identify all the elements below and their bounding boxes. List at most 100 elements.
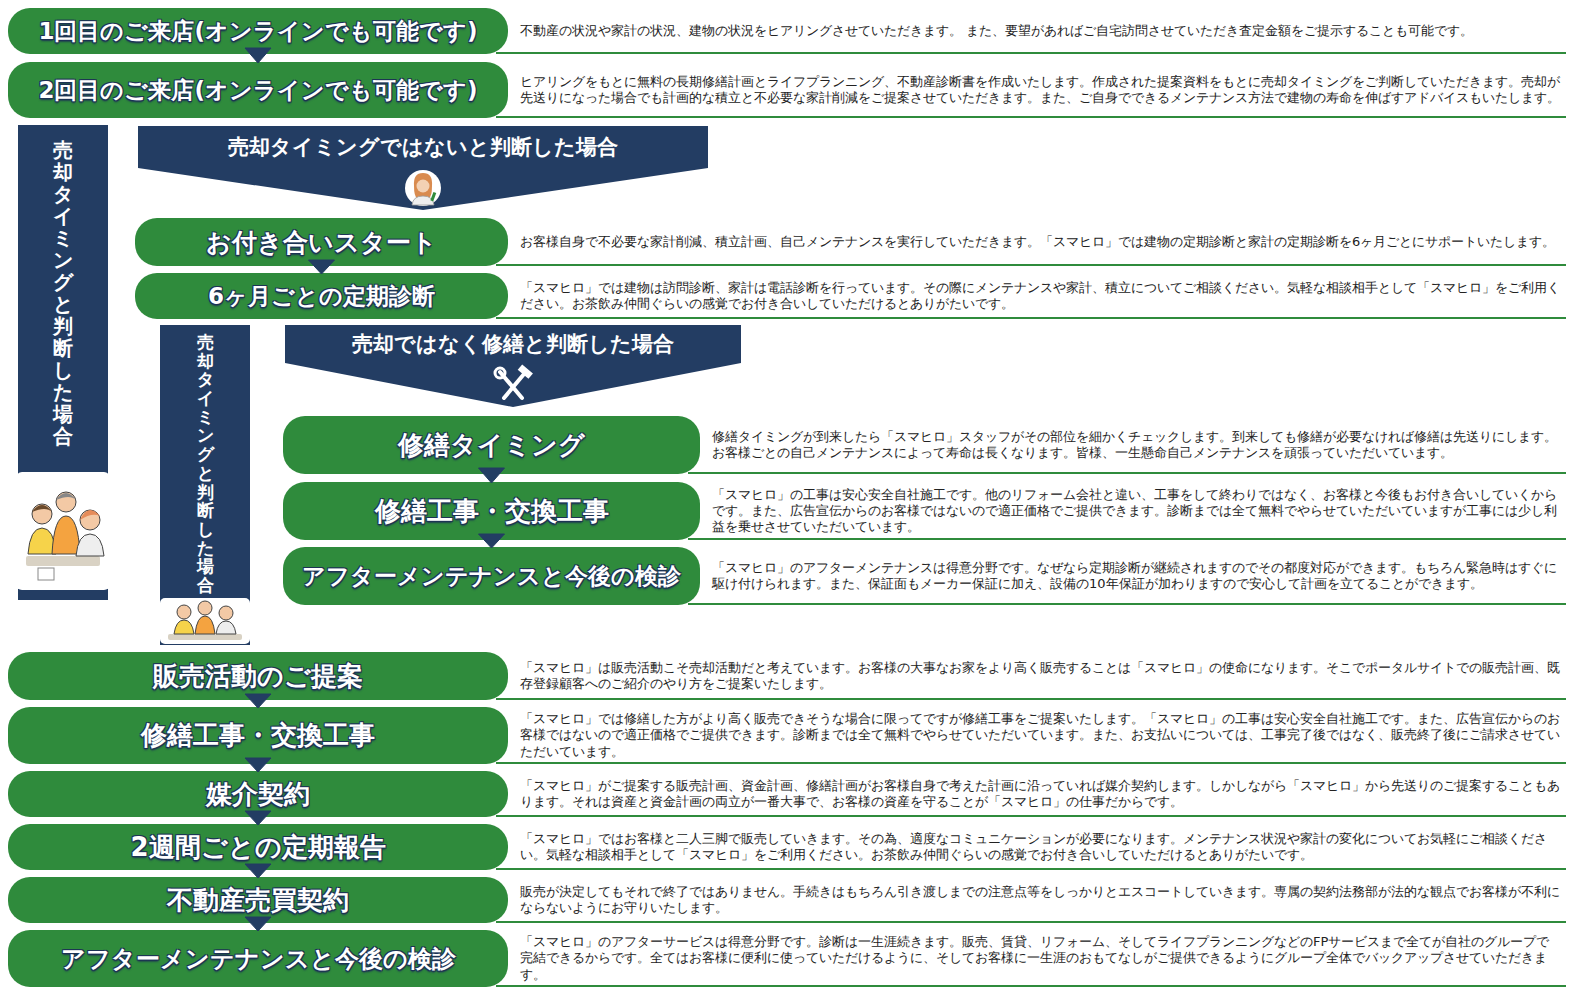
wrench-handle	[500, 372, 522, 398]
hair	[32, 505, 52, 512]
pen	[430, 192, 436, 201]
step-pill: お付き合いスタート	[135, 218, 508, 266]
step-title: お付き合いスタート	[206, 226, 437, 259]
step-pill: 修繕工事・交換工事	[283, 482, 700, 540]
face	[417, 180, 430, 193]
step-title: 6ヶ月ごとの定期診断	[208, 281, 435, 312]
banner-chevron	[285, 325, 741, 407]
row-underline	[688, 472, 1566, 474]
step-title: 修繕工事・交換工事	[375, 494, 609, 529]
flow-step: 2回目のご来店(オンラインでも可能です) ヒアリングをもとに無料の長期修繕計画とラ…	[8, 62, 1566, 118]
step-description: 「スマヒロ」ではお客様と二人三脚で販売していきます。その為、適度なコミュニケーシ…	[520, 831, 1562, 864]
step-title: 2回目のご来店(オンラインでも可能です)	[38, 75, 477, 106]
step-body: 「スマヒロ」の工事は安心安全自社施工です。他のリフォーム会社と違い、工事をして終…	[712, 482, 1562, 540]
hair	[56, 493, 76, 500]
row-underline	[496, 116, 1566, 118]
step-description: 「スマヒロ」では建物は訪問診断、家計は電話診断を行っています。その際にメンテナン…	[520, 280, 1562, 313]
step-body: 「スマヒロ」では修繕した方がより高く販売できそうな場合に限ってですが修繕工事をご…	[520, 707, 1562, 764]
row-underline	[688, 538, 1566, 540]
banner-chevron	[138, 126, 708, 210]
step-title: アフターメンテナンスと今後の検診	[61, 943, 456, 975]
banner-label-box: 売却ではなく修繕と判断した場合	[285, 325, 741, 363]
step-pill: 6ヶ月ごとの定期診断	[135, 273, 508, 319]
step-pill: 1回目のご来店(オンラインでも可能です)	[8, 8, 508, 54]
flow-arrow	[309, 260, 335, 274]
table	[26, 556, 100, 566]
flow-step: アフターメンテナンスと今後の検診「スマヒロ」のアフターメンテナンスは得意分野です…	[283, 547, 1566, 605]
flow-arrow	[479, 534, 505, 548]
step-description: 販売が決定してもそれで終了ではありません。手続きはもちろん引き渡しまでの注意点等…	[520, 884, 1562, 917]
body	[216, 621, 236, 634]
body	[412, 196, 434, 205]
step-pill: 修繕タイミング	[283, 416, 700, 474]
wrench-head	[495, 368, 505, 378]
flow-arrow	[479, 468, 505, 483]
banner-title: 売却ではなく修繕と判断した場合	[352, 330, 674, 358]
step-body: 「スマヒロ」では建物は訪問診断、家計は電話診断を行っています。その際にメンテナン…	[520, 273, 1562, 319]
row-underline	[496, 868, 1566, 870]
flow-step: 修繕工事・交換工事 「スマヒロ」では修繕した方がより高く販売できそうな場合に限って…	[8, 707, 1566, 764]
row-underline	[496, 762, 1566, 764]
step-pill: アフターメンテナンスと今後の検診	[283, 547, 700, 605]
step-body: 「スマヒロ」がご提案する販売計画、資金計画、修繕計画がお客様自身で考えた計画に沿…	[520, 771, 1562, 817]
banner-label-box: 売却タイミングではないと判断した場合	[138, 126, 708, 168]
illustration-ground	[160, 598, 250, 644]
flow-step: 修繕工事・交換工事 「スマヒロ」の工事は安心安全自社施工です。他のリフォーム会社と…	[283, 482, 1566, 540]
hair	[414, 173, 432, 198]
step-body: 修繕タイミングが到来したら「スマヒロ」スタッフがその部位を細かくチェックします。…	[712, 416, 1562, 474]
row-underline	[496, 815, 1566, 817]
step-title: 不動産売買契約	[167, 883, 349, 918]
row-underline	[496, 921, 1566, 923]
flow-step: 修繕タイミング修繕タイミングが到来したら「スマヒロ」スタッフがその部位を細かくチ…	[283, 416, 1566, 474]
flow-step: アフターメンテナンスと今後の検診「スマヒロ」のアフターサービスは得意分野です。診…	[8, 930, 1566, 987]
head	[219, 606, 233, 620]
flow-arrow	[245, 48, 271, 63]
flow-arrow	[245, 694, 271, 708]
step-description: 「スマヒロ」がご提案する販売計画、資金計画、修繕計画がお客様自身で考えた計画に沿…	[520, 778, 1562, 811]
flow-step: 1回目のご来店(オンラインでも可能です) 不動産の状況や家計の状況、建物の状況をヒ…	[8, 8, 1566, 54]
body	[195, 616, 215, 634]
step-body: 「スマヒロ」のアフターメンテナンスは得意分野です。なぜなら定期診断が継続されます…	[712, 547, 1562, 605]
step-title: アフターメンテナンスと今後の検診	[302, 561, 681, 592]
flow-arrow	[245, 758, 271, 772]
step-description: 「スマヒロ」では修繕した方がより高く販売できそうな場合に限ってですが修繕工事をご…	[520, 711, 1562, 760]
side-band: 売却タイミングと判断した場合	[18, 125, 108, 600]
step-title: 修繕工事・交換工事	[141, 718, 375, 753]
step-description: 「スマヒロ」は販売活動こそ売却活動だと考えています。お客様の大事なお家をより高く…	[520, 660, 1562, 693]
step-description: 不動産の状況や家計の状況、建物の状況をヒアリングさせていただきます。 また、要望…	[520, 23, 1473, 39]
body	[174, 620, 194, 634]
body	[76, 534, 104, 556]
flow-step: お付き合いスタートお客様自身で不必要な家計削減、積立計画、自己メンテナンスを実行…	[135, 218, 1566, 266]
step-title: 媒介契約	[206, 777, 310, 812]
head	[56, 492, 76, 512]
row-underline	[496, 698, 1566, 700]
flow-arrow	[245, 917, 271, 931]
paper	[38, 568, 54, 580]
hair	[80, 510, 100, 520]
flow-step: 2週間ごとの定期報告「スマヒロ」ではお客様と二人三脚で販売していきます。その為、…	[8, 824, 1566, 870]
flow-arrow	[245, 811, 271, 825]
flow-step: 媒介契約 「スマヒロ」がご提案する販売計画、資金計画、修繕計画がお客様自身で考えた…	[8, 771, 1566, 817]
banner-title: 売却タイミングではないと判断した場合	[228, 133, 618, 161]
body	[28, 528, 56, 554]
step-description: ヒアリングをもとに無料の長期修繕計画とライフプランニング、不動産診断書を作成いた…	[520, 74, 1562, 107]
illustration-ground	[16, 472, 110, 590]
step-title: 販売活動のご提案	[153, 659, 363, 694]
band-title: 売却タイミングと判断した場合	[197, 333, 214, 595]
flow-arrow	[245, 864, 271, 878]
step-body: ヒアリングをもとに無料の長期修繕計画とライフプランニング、不動産診断書を作成いた…	[520, 62, 1562, 118]
step-description: 修繕タイミングが到来したら「スマヒロ」スタッフがその部位を細かくチェックします。…	[712, 429, 1562, 462]
people-illustration	[160, 598, 250, 644]
step-pill: 媒介契約	[8, 771, 508, 817]
people-illustration	[16, 472, 110, 590]
flow-step: 不動産売買契約 販売が決定してもそれで終了ではありません。手続きはもちろん引き渡し…	[8, 877, 1566, 923]
step-pill: 2回目のご来店(オンラインでも可能です)	[8, 62, 508, 118]
head	[198, 601, 212, 615]
table	[168, 634, 242, 640]
step-pill: 不動産売買契約	[8, 877, 508, 923]
step-pill: 販売活動のご提案	[8, 652, 508, 700]
row-underline	[496, 317, 1566, 319]
hammer-handle	[504, 374, 524, 398]
flow-step: 販売活動のご提案 「スマヒロ」は販売活動こそ売却活動だと考えています。お客様の大事…	[8, 652, 1566, 700]
